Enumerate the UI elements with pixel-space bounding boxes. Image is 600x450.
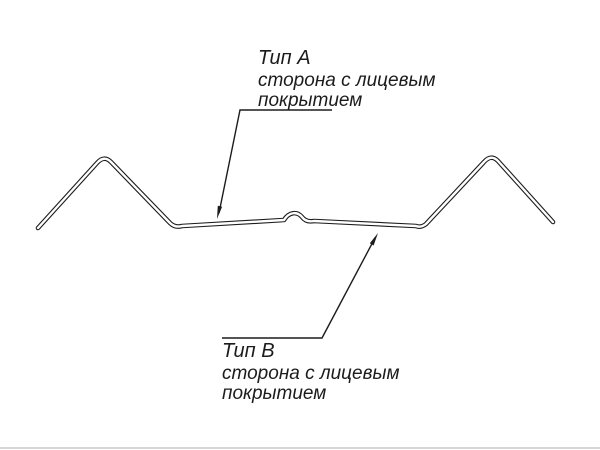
leader-top-line [218, 109, 332, 214]
leader-bottom-line [222, 237, 376, 339]
leader-top [217, 109, 332, 219]
leader-bottom-arrow-icon [369, 233, 378, 246]
annotation-top-title: Тип А [258, 47, 311, 69]
sheet-profile-outline [38, 158, 553, 228]
annotation-bottom-line2: сторона с лицевым [222, 363, 400, 384]
annotation-bottom-title: Тип В [222, 340, 275, 362]
annotation-top: Тип А сторона с лицевым покрытием [258, 47, 436, 111]
leader-bottom [222, 233, 378, 339]
annotation-bottom-line3: покрытием [222, 383, 326, 404]
annotation-top-line3: покрытием [258, 90, 362, 111]
leader-top-arrow-icon [217, 205, 223, 219]
annotation-top-line2: сторона с лицевым [258, 70, 436, 91]
sheet-profile [38, 158, 553, 228]
annotation-bottom: Тип В сторона с лицевым покрытием [222, 340, 400, 404]
